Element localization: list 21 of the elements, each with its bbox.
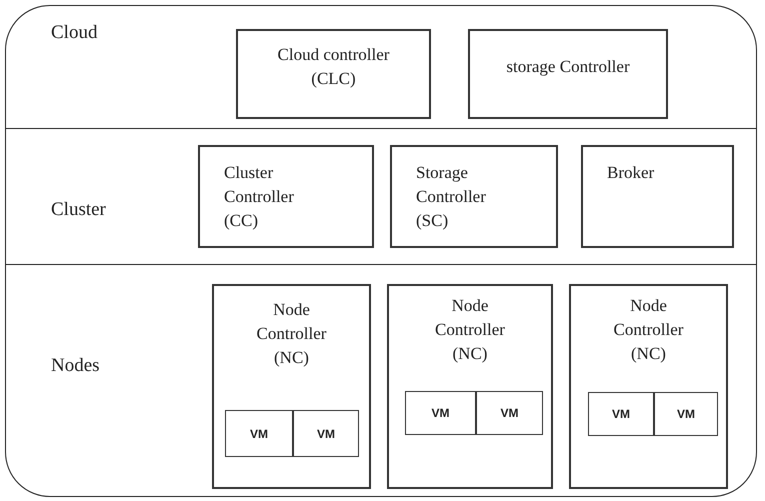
component-label: Node Controller (NC) bbox=[256, 299, 328, 369]
component-box bbox=[387, 284, 553, 489]
vm-cell: VM bbox=[405, 391, 476, 435]
component-box: Storage Controller (SC) bbox=[390, 145, 558, 248]
tier-label: Nodes bbox=[51, 355, 100, 377]
vm-cell: VM bbox=[588, 392, 654, 436]
component-box: Cluster Controller (CC) bbox=[198, 145, 374, 248]
vm-cell: VM bbox=[476, 391, 543, 435]
component-box: Cloud controller (CLC) bbox=[236, 29, 431, 119]
architecture-frame bbox=[5, 5, 757, 497]
component-label: Node Controller (NC) bbox=[434, 295, 506, 365]
component-box bbox=[212, 284, 371, 489]
vm-cell: VM bbox=[293, 410, 359, 457]
component-box bbox=[569, 284, 728, 489]
component-box: Broker bbox=[581, 145, 734, 248]
vm-cell: VM bbox=[225, 410, 293, 457]
component-box: storage Controller bbox=[468, 29, 668, 119]
vm-cell: VM bbox=[654, 392, 718, 436]
component-label: Node Controller (NC) bbox=[612, 295, 684, 365]
tier-label: Cluster bbox=[51, 199, 106, 221]
tier-label: Cloud bbox=[51, 22, 98, 44]
